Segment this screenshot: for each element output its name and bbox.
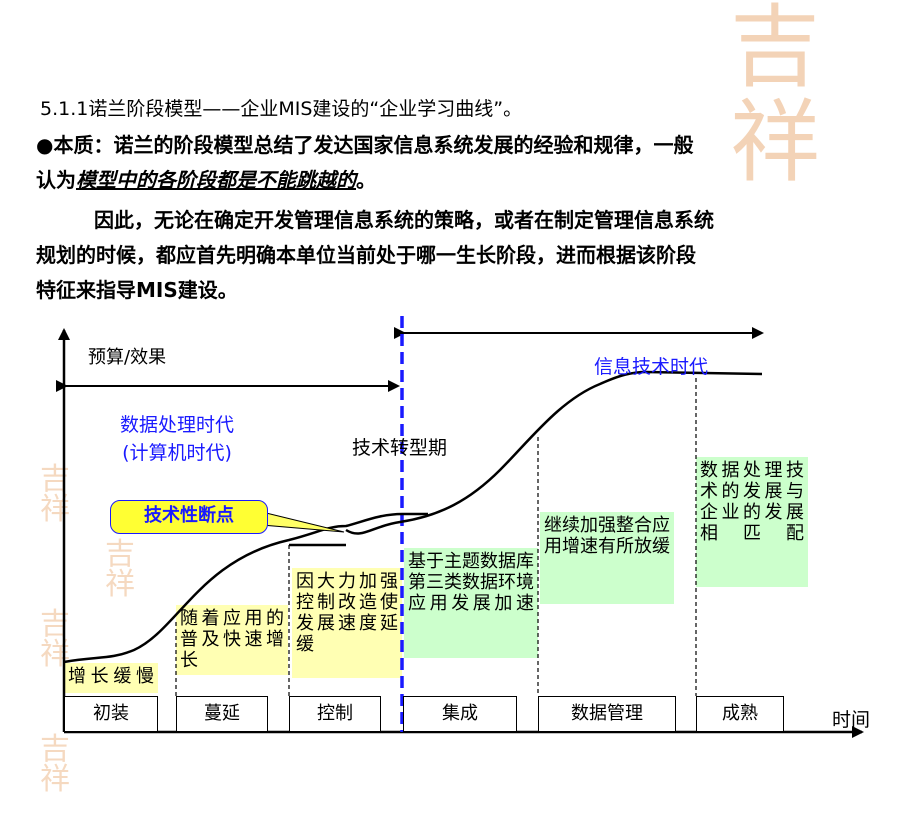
breakpoint-callout: 技术性断点: [110, 500, 268, 534]
x-axis-label: 时间: [832, 709, 871, 731]
stage-desc-initiation: 增长缓慢: [64, 663, 158, 693]
transition-period-label: 技术转型期: [352, 437, 448, 459]
stage-contagion: 蔓延: [176, 696, 268, 732]
breakpoint-callout-pointer: [261, 511, 345, 533]
section-heading: 5.1.1诺兰阶段模型——企业MIS建设的“企业学习曲线”。: [40, 98, 523, 120]
emphasis-text: 模型中的各阶段都是不能跳越的: [76, 168, 356, 192]
stage-initiation: 初装: [64, 696, 158, 732]
stage-data-administration: 数据管理: [538, 696, 676, 732]
stage-desc-integration: 基于主题数据库第三类数据环境应用发展加速: [404, 548, 538, 658]
stage-control: 控制: [289, 696, 381, 732]
stage-desc-maturity: 数据处理技术的发展与企业的发展相匹配: [696, 457, 808, 587]
growth-curve-part-2: [345, 370, 763, 535]
growth-curve-part-1: [63, 512, 428, 664]
essence-line-1: ●本质：诺兰的阶段模型总结了发达国家信息系统发展的经验和规律，一般: [36, 133, 694, 157]
guidance-line-1: 因此，无论在确定开发管理信息系统的策略，或者在制定管理信息系统: [94, 208, 714, 232]
stage-desc-control: 因大力加强控制改造使发展速度延缓: [292, 568, 402, 678]
stage-desc-data-admin: 继续加强整合应用增速有所放缓: [540, 512, 674, 604]
era1-label: 数据处理时代 (计算机时代): [120, 414, 235, 464]
stage-maturity: 成熟: [696, 696, 784, 732]
guidance-line-3: 特征来指导MIS建设。: [36, 278, 238, 302]
stage-desc-contagion: 随着应用的普及快速增长: [176, 605, 288, 675]
y-axis-label: 预算/效果: [88, 347, 167, 368]
essence-line-2: 认为模型中的各阶段都是不能跳越的。: [36, 168, 376, 192]
guidance-line-2: 规划的时候，都应首先明确本单位当前处于哪一生长阶段，进而根据该阶段: [36, 243, 696, 267]
era2-label: 信息技术时代: [594, 356, 709, 378]
stage-integration: 集成: [403, 696, 517, 732]
